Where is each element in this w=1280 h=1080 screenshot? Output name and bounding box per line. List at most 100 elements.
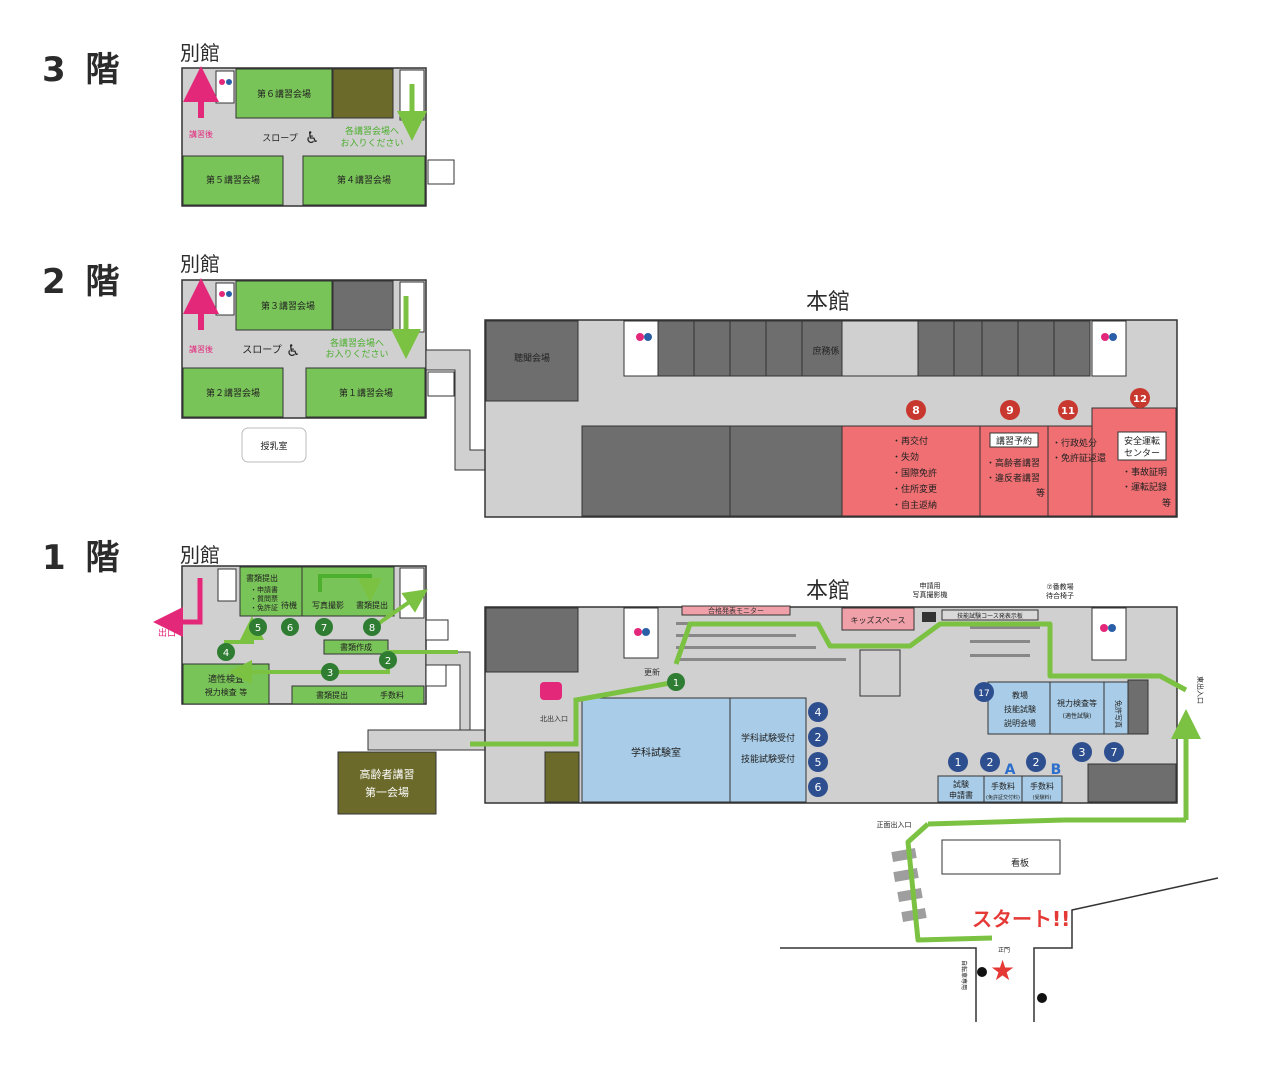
- renew-label: 更新: [644, 667, 660, 677]
- classroom-line2: 技能試験: [1004, 704, 1036, 714]
- exam-reception-label: 学科試験受付: [741, 732, 795, 744]
- floor-2-annex: 第３講習会場 第２講習会場 第１講習会場 スロープ ♿ 講習後 各講習会場へ お…: [181, 278, 583, 471]
- north-entrance-label: 北出入口: [540, 714, 568, 723]
- fee-b-sub: (受験料): [1033, 794, 1052, 801]
- nursing-room-label: 授乳室: [260, 440, 287, 452]
- step-6: 6: [287, 623, 293, 634]
- step-5: 5: [255, 623, 261, 634]
- submit-sub3: ・免許証: [250, 603, 278, 612]
- room-5-label: 第５講習会場: [206, 174, 260, 186]
- counter-12-item: 等: [1162, 497, 1171, 509]
- counter-17-num: 17: [978, 689, 989, 699]
- counter-9-item: ・違反者講習: [986, 472, 1040, 484]
- clerk-label: 庶務係: [812, 345, 839, 357]
- camera-line2: 写真撮影機: [913, 590, 948, 599]
- aptitude-line2: 視力検査 等: [205, 687, 248, 697]
- submit3-label: 書類提出: [316, 690, 348, 700]
- road-label: 自転車専用: [960, 960, 968, 990]
- exam-counter-numbers: 4 2 5 6: [808, 702, 828, 797]
- application-line2: 申請書: [949, 790, 973, 800]
- slope-label-3f: スロープ: [262, 133, 297, 144]
- step-7: 7: [321, 623, 327, 634]
- license-photo-label: 免許写真: [1114, 700, 1123, 728]
- step-4: 4: [223, 648, 229, 659]
- wheelchair-icon: ♿: [286, 341, 300, 360]
- floor-1-main-label: 本館: [806, 579, 851, 604]
- counter-11-item: ・行政処分: [1052, 437, 1097, 449]
- floor-2-main-label: 本館: [806, 290, 851, 315]
- exam-num: 5: [815, 756, 822, 769]
- submit-label: 書類提出: [246, 573, 278, 583]
- exit-label: 出口: [158, 627, 176, 639]
- hearing-room-label: 聴聞会場: [514, 352, 550, 364]
- counter-3-num: 3: [1079, 746, 1086, 759]
- exam-num: 6: [815, 781, 822, 794]
- counter-11-item: ・免許証返還: [1052, 452, 1106, 464]
- east-entrance-label: 東出入口: [1196, 676, 1205, 704]
- start-star-icon: ★: [990, 954, 1015, 987]
- guide-line2-2f: お入りください: [325, 349, 388, 360]
- submit-sub1: ・申請書: [250, 585, 278, 594]
- classroom-line3: 説明会場: [1004, 718, 1036, 728]
- counter-12-title2: センター: [1124, 448, 1160, 459]
- counter-9-item: 等: [1036, 487, 1045, 499]
- counter-a-letter: A: [1005, 762, 1016, 778]
- signboard-label: 看板: [1011, 857, 1029, 869]
- gate-label: 正門: [998, 947, 1010, 954]
- floor-2-label: 2 階: [42, 262, 124, 302]
- exam-num: 4: [815, 706, 822, 719]
- exam-room-label: 学科試験室: [631, 746, 681, 759]
- counter-12-item: ・事故証明: [1122, 466, 1167, 478]
- room-4-label: 第４講習会場: [337, 174, 391, 186]
- counter-8-item: ・住所変更: [892, 483, 937, 495]
- step-8: 8: [369, 623, 375, 634]
- monitor-label: 合格発表モニター: [708, 606, 764, 615]
- camera-line1: 申請用: [920, 581, 941, 590]
- counter-2b-num: 2: [1033, 756, 1040, 769]
- kids-space-label: キッズスペース: [850, 615, 905, 625]
- submit-sub2: ・質問票: [250, 594, 278, 603]
- floor-2-main: 聴聞会場 庶務係 8 9 11 12 ・再交付 ・失効 ・国際免許 ・住所変更 …: [484, 319, 1178, 518]
- gate-post-icon: [1037, 993, 1047, 1003]
- camera-icon: [922, 612, 936, 622]
- board-label: 技能試験コース発表示板: [957, 612, 1023, 620]
- slope-label-2f: スロープ: [242, 344, 281, 356]
- floor-3-map: 第６講習会場 第５講習会場 第４講習会場 スロープ ♿ 講習後 各講習会場へ お…: [181, 66, 455, 207]
- room-1-label: 第１講習会場: [339, 387, 393, 399]
- annex-step-markers: 4 5 6 7 8 3 2: [217, 618, 397, 681]
- counter-8-item: ・自主返納: [892, 499, 937, 511]
- floor-1-main: 合格発表モニター キッズスペース 申請用 写真撮影機 ⑦番教場 待合椅子 技能試…: [470, 581, 1205, 829]
- counter-8-item: ・失効: [892, 451, 919, 463]
- room-2-label: 第２講習会場: [206, 387, 260, 399]
- after-lecture-2f: 講習後: [189, 344, 213, 354]
- step-2: 2: [385, 656, 391, 667]
- floor-1-annex: 高齢者講習 第一会場 書類提出 ・申請書 ・質問票 ・免許証 待機 写真撮影 書…: [153, 565, 586, 815]
- fee-label: 手数料: [380, 690, 404, 700]
- wheelchair-icon: ♿: [305, 128, 319, 147]
- guide-line2-3f: お入りください: [340, 138, 403, 149]
- fee-a-sub: (免許証交付料): [986, 794, 1020, 801]
- step-3: 3: [327, 668, 333, 679]
- classroom-line1: 教場: [1012, 690, 1028, 700]
- wait-label: 待機: [281, 600, 297, 610]
- counter-8-item: ・国際免許: [892, 467, 937, 479]
- counter-12-item: ・運転記録: [1122, 481, 1167, 493]
- outside-area: 看板 スタート!! ★ 正門 自転車専用: [780, 822, 1219, 1022]
- counter-12-title1: 安全運転: [1124, 435, 1160, 447]
- guide-line1-3f: 各講習会場へ: [345, 125, 399, 137]
- fee-b-label: 手数料: [1030, 781, 1054, 791]
- seat-line1: ⑦番教場: [1046, 582, 1073, 591]
- counter-1-num: 1: [955, 756, 962, 769]
- guide-line1-2f: 各講習会場へ: [330, 337, 384, 349]
- floor-1-annex-label: 別館: [180, 543, 220, 567]
- counter-2a-num: 2: [987, 756, 994, 769]
- renew-num: 1: [673, 678, 679, 689]
- counter-12-num: 12: [1133, 394, 1147, 405]
- counter-11-num: 11: [1061, 406, 1075, 417]
- photo-label: 写真撮影: [312, 600, 344, 610]
- counter-9-item: ・高齢者講習: [986, 457, 1040, 469]
- mailbox-icon: [540, 682, 562, 700]
- floor-3-annex-label: 別館: [180, 41, 220, 65]
- after-lecture-3f: 講習後: [189, 129, 213, 139]
